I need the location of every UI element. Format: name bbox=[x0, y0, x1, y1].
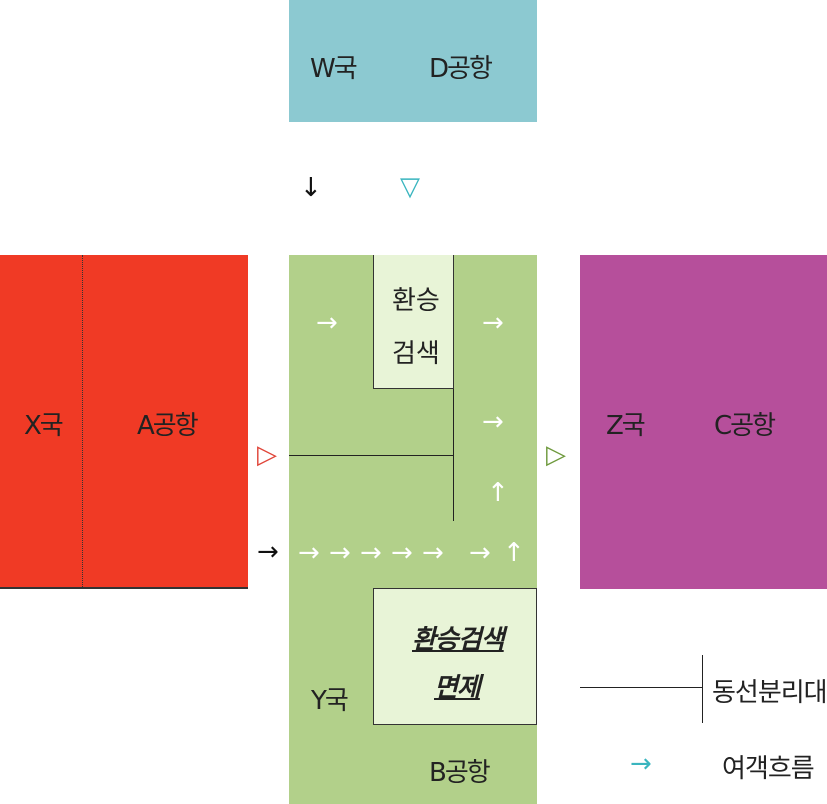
exemption-line2: 면제 bbox=[434, 673, 481, 703]
exemption-line1: 환승검색 bbox=[412, 625, 505, 655]
flow-arrow-right-icon: → bbox=[329, 538, 351, 568]
separator-legend-tick bbox=[702, 655, 703, 723]
flow-arrow-right-icon: → bbox=[422, 538, 444, 568]
flow-arrow-right-icon: → bbox=[391, 538, 413, 568]
flow-legend-label: 여객흐름 bbox=[722, 754, 815, 784]
flow-legend-arrow-icon: → bbox=[630, 749, 652, 779]
z-country-c-airport-box: Z국 C공항 bbox=[580, 255, 827, 589]
y-country-label: Y국 bbox=[311, 686, 349, 716]
flow-arrow-right-icon: → bbox=[482, 407, 504, 437]
arrow-down-icon: ↓ bbox=[300, 173, 322, 203]
separator-legend-label: 동선분리대 bbox=[712, 678, 827, 708]
b-airport-label: B공항 bbox=[429, 758, 491, 788]
triangle-right-icon: ▷ bbox=[257, 440, 277, 470]
transfer-search-line1: 환승 bbox=[392, 286, 440, 316]
country-airport-divider bbox=[82, 255, 83, 587]
flow-arrow-up-icon: ↑ bbox=[503, 538, 525, 568]
flow-arrow-right-icon: → bbox=[360, 538, 382, 568]
flow-arrow-right-icon: → bbox=[316, 308, 338, 338]
x-country-a-airport-box: X국 A공항 bbox=[0, 255, 248, 589]
d-airport-label: D공항 bbox=[429, 54, 493, 84]
a-airport-label: A공항 bbox=[137, 411, 199, 441]
flow-arrow-right-icon: → bbox=[298, 538, 320, 568]
y-country-b-airport-box: 환승 검색 → → → ↑ → → → → → → ↑ 환승검색 면제 Y국 B… bbox=[289, 255, 537, 804]
triangle-right-icon: ▷ bbox=[546, 440, 566, 470]
flow-arrow-right-icon: → bbox=[469, 538, 491, 568]
triangle-down-icon: ▽ bbox=[400, 172, 420, 202]
flow-arrow-right-icon: → bbox=[482, 308, 504, 338]
z-country-label: Z국 bbox=[606, 411, 646, 441]
separator-legend-line bbox=[580, 687, 703, 688]
x-country-label: X국 bbox=[24, 411, 64, 441]
transfer-search-line2: 검색 bbox=[392, 339, 440, 369]
transfer-search-exemption-box: 환승검색 면제 bbox=[373, 588, 537, 725]
transfer-search-box: 환승 검색 bbox=[373, 255, 454, 389]
w-country-d-airport-box: W국 D공항 bbox=[289, 0, 537, 122]
c-airport-label: C공항 bbox=[714, 411, 776, 441]
flow-separator-horizontal bbox=[289, 455, 454, 456]
flow-arrow-up-icon: ↑ bbox=[487, 478, 509, 508]
w-country-label: W국 bbox=[310, 54, 358, 84]
arrow-right-icon: → bbox=[257, 537, 279, 567]
